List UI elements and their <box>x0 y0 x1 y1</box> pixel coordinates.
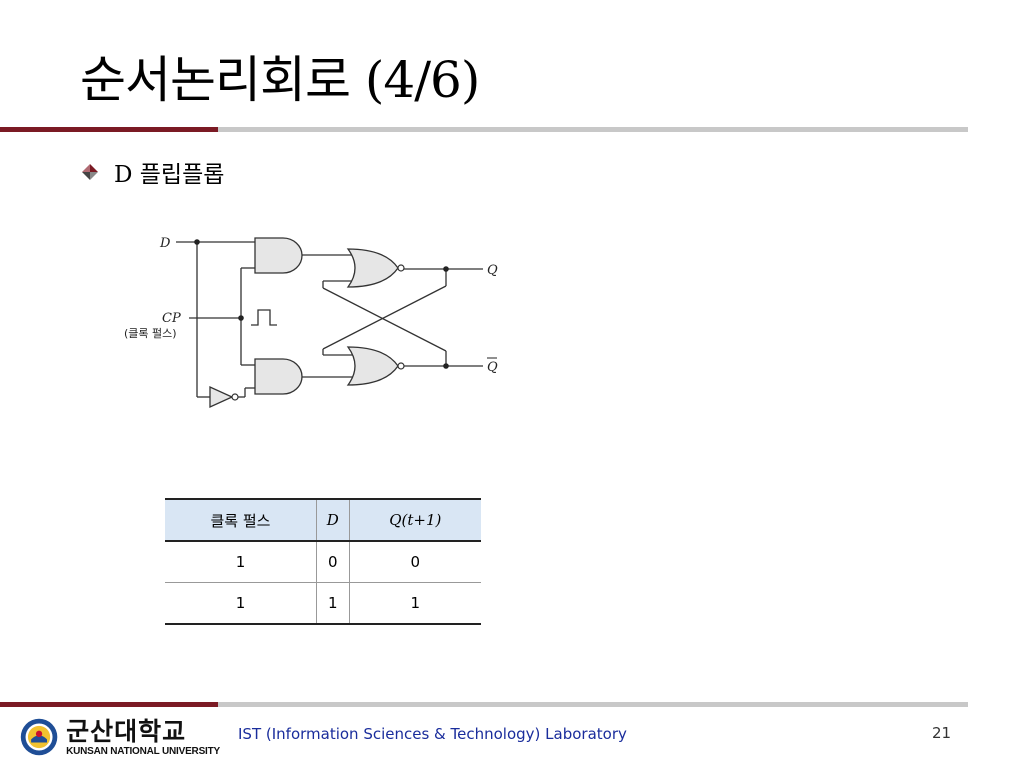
d-flipflop-circuit: D CP (클록 펄스) Q Q <box>124 236 498 409</box>
title-divider <box>0 127 968 132</box>
header-d: D <box>315 498 350 542</box>
nor-gate-top <box>346 248 399 288</box>
diamond-bullet-icon <box>82 164 98 180</box>
university-name-kr: 군산대학교 <box>66 716 187 746</box>
table-cell: 0 <box>315 541 350 583</box>
university-name-en: KUNSAN NATIONAL UNIVERSITY <box>66 745 220 757</box>
table-header-row: 클록 펄스 D Q(t+1) <box>165 498 481 542</box>
table-cell: 0 <box>348 541 481 583</box>
lab-name: IST (Information Sciences & Technology) … <box>238 725 627 743</box>
truth-table: 클록 펄스 D Q(t+1) 1 0 0 1 1 1 <box>165 498 481 625</box>
page-number: 21 <box>932 724 952 742</box>
and-gate-top <box>254 237 303 274</box>
header-clock-pulse: 클록 펄스 <box>165 498 317 542</box>
nor-gate-bottom <box>346 346 399 386</box>
label-q-bar: Q <box>487 360 498 375</box>
inverter-gate <box>209 385 234 409</box>
table-cell: 1 <box>165 541 317 583</box>
header-q-next: Q(t+1) <box>348 498 481 542</box>
university-seal-icon <box>20 718 58 756</box>
table-row: 1 1 1 <box>165 582 481 625</box>
bullet-text: D 플립플롭 <box>114 162 225 188</box>
slide-title: 순서논리회로 (4/6) <box>80 51 480 109</box>
label-cp: CP <box>162 311 181 326</box>
table-cell: 1 <box>165 582 317 625</box>
footer-divider <box>0 702 968 707</box>
table-cell: 1 <box>348 582 481 625</box>
label-cp-note: (클록 펄스) <box>124 327 177 340</box>
and-gate-bottom <box>254 358 303 395</box>
university-logo: 군산대학교 KUNSAN NATIONAL UNIVERSITY <box>20 710 220 764</box>
table-cell: 1 <box>315 582 350 625</box>
label-d: D <box>159 236 171 251</box>
table-row: 1 0 0 <box>165 541 481 583</box>
label-q: Q <box>487 263 498 278</box>
bullet-item: D 플립플롭 <box>80 158 225 188</box>
